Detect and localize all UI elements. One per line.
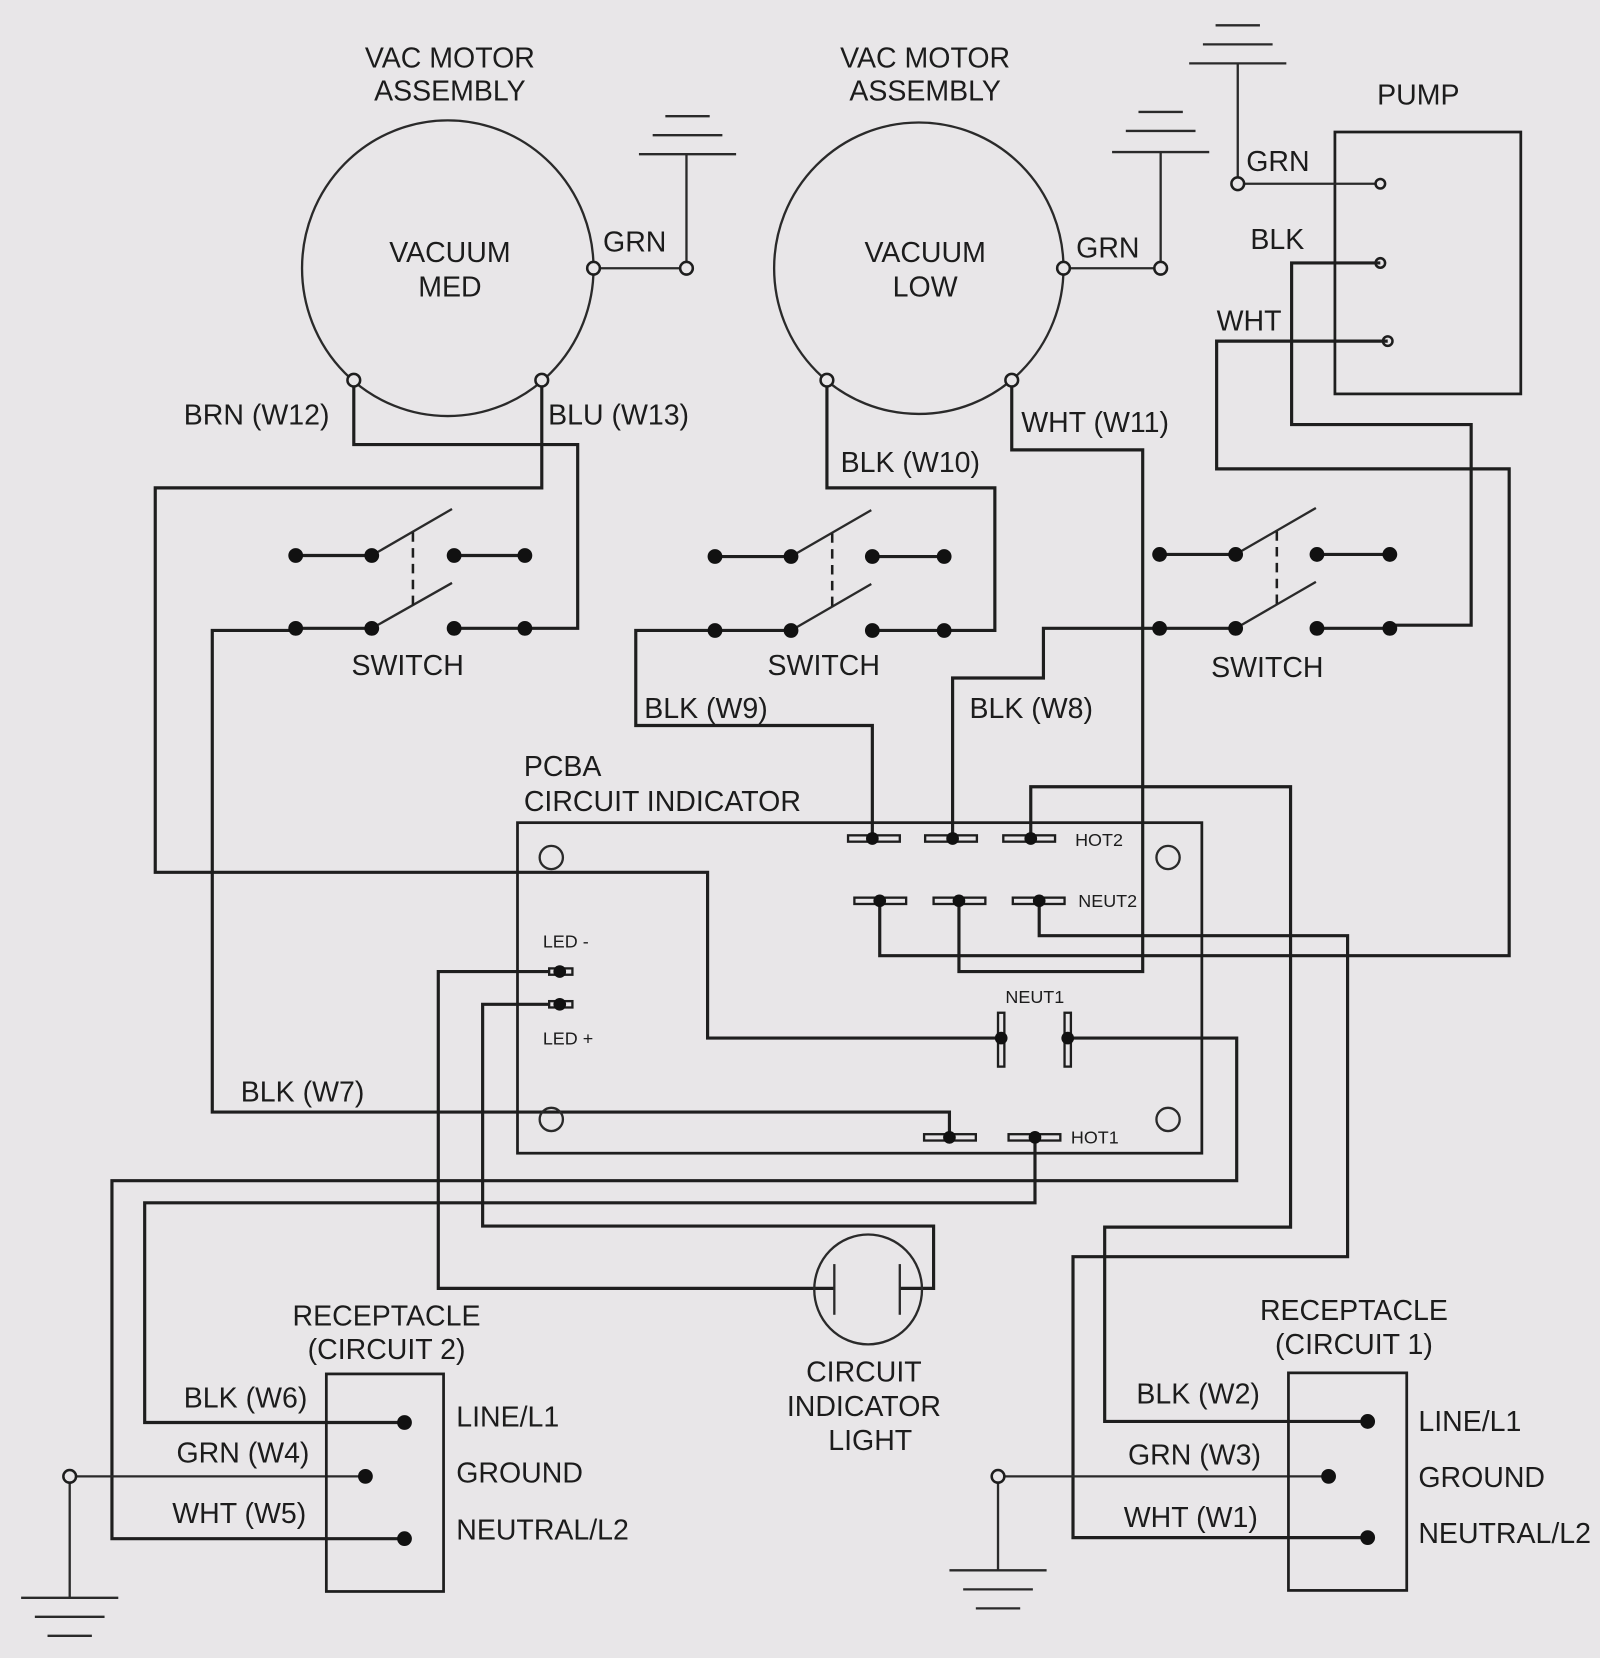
wire-label-w2: BLK (W2) <box>1136 1378 1260 1410</box>
terminal-hot2: HOT2 <box>1075 830 1123 850</box>
pump-wire-grn: GRN <box>1246 146 1309 178</box>
wire-label-w7: BLK (W7) <box>241 1076 365 1108</box>
ground-symbol-receptacle-2 <box>21 1476 119 1637</box>
receptacle-2-title-1: RECEPTACLE <box>293 1300 481 1332</box>
motor-med-heading-2: ASSEMBLY <box>374 75 526 107</box>
indicator-label-2: INDICATOR <box>787 1391 941 1423</box>
receptacle-1-neutral: NEUTRAL/L2 <box>1418 1518 1591 1550</box>
wire-label-w10: BLK (W10) <box>841 447 980 479</box>
terminal-neut2: NEUT2 <box>1078 891 1137 911</box>
receptacle-2-title-2: (CIRCUIT 2) <box>308 1334 466 1366</box>
pcba-title-1: PCBA <box>524 751 602 783</box>
receptacle-2-neutral: NEUTRAL/L2 <box>456 1515 629 1547</box>
receptacle-1-line: LINE/L1 <box>1418 1406 1521 1438</box>
receptacle-circuit-1: RECEPTACLE (CIRCUIT 1) BLK (W2) GRN (W3)… <box>1124 1295 1591 1592</box>
switch-3: SWITCH <box>1152 506 1398 684</box>
circuit-indicator-light: CIRCUIT INDICATOR LIGHT <box>787 1233 941 1457</box>
indicator-label-1: CIRCUIT <box>806 1356 922 1388</box>
ground-symbol-motor-med <box>638 115 737 269</box>
pcba-circuit-indicator: PCBA CIRCUIT INDICATOR HOT2 NEUT2 LED - … <box>516 751 1204 1155</box>
terminal-led-minus: LED - <box>543 931 589 951</box>
motor-med-heading-1: VAC MOTOR <box>365 43 535 75</box>
motor-low-heading-2: ASSEMBLY <box>849 75 1001 107</box>
wire-label-w6: BLK (W6) <box>184 1383 308 1415</box>
motor-low-heading-1: VAC MOTOR <box>840 43 1010 75</box>
ground-symbol-pump <box>1189 24 1287 184</box>
wire-label-w3: GRN (W3) <box>1128 1440 1261 1472</box>
motor-med-name-2: MED <box>418 272 481 304</box>
motor-low-name-1: VACUUM <box>864 237 985 269</box>
receptacle-1-ground: GROUND <box>1418 1462 1545 1494</box>
motor-vacuum-low: VAC MOTOR ASSEMBLY VACUUM LOW GRN BLK (W… <box>772 43 1169 479</box>
wire-label-w8: BLK (W8) <box>970 693 1094 725</box>
receptacle-2-line: LINE/L1 <box>456 1402 559 1434</box>
pump: PUMP GRN BLK WHT <box>1217 80 1523 396</box>
motor-low-name-2: LOW <box>893 272 958 304</box>
motor-med-ground-label: GRN <box>603 226 666 258</box>
switch-2-label: SWITCH <box>768 650 880 682</box>
receptacle-2-ground: GROUND <box>456 1458 583 1490</box>
ground-symbol-motor-low <box>1112 110 1210 269</box>
pump-wire-wht: WHT <box>1217 306 1282 338</box>
terminal-neut1: NEUT1 <box>1005 987 1064 1007</box>
wire-label-w1: WHT (W1) <box>1124 1502 1258 1534</box>
switch-1: SWITCH <box>288 508 533 682</box>
receptacle-circuit-2: RECEPTACLE (CIRCUIT 2) BLK (W6) GRN (W4)… <box>172 1300 629 1593</box>
pump-wire-blk: BLK <box>1250 224 1304 256</box>
switch-3-label: SWITCH <box>1211 652 1323 684</box>
switch-2: SWITCH <box>707 509 952 682</box>
receptacle-1-title-2: (CIRCUIT 1) <box>1275 1329 1433 1361</box>
wire-label-w13: BLU (W13) <box>548 400 689 432</box>
wire-label-w4: GRN (W4) <box>176 1438 309 1470</box>
motor-vacuum-med: VAC MOTOR ASSEMBLY VACUUM MED GRN BRN (W… <box>184 43 695 432</box>
wire-label-w9: BLK (W9) <box>644 693 768 725</box>
wiring <box>62 261 1511 1541</box>
pump-label: PUMP <box>1377 80 1459 112</box>
terminal-hot1: HOT1 <box>1071 1128 1119 1148</box>
motor-med-name-1: VACUUM <box>389 237 510 269</box>
wire-label-w11: WHT (W11) <box>1021 407 1169 439</box>
pcba-title-2: CIRCUIT INDICATOR <box>524 786 801 818</box>
terminal-led-plus: LED + <box>543 1028 593 1048</box>
switch-1-label: SWITCH <box>351 650 463 682</box>
ground-symbol-receptacle-1 <box>949 1476 1047 1610</box>
wire-label-w12: BRN (W12) <box>184 400 330 432</box>
wire-label-w5: WHT (W5) <box>172 1498 306 1530</box>
receptacle-1-title-1: RECEPTACLE <box>1260 1295 1448 1327</box>
indicator-label-3: LIGHT <box>828 1425 912 1457</box>
motor-low-ground-label: GRN <box>1076 233 1139 265</box>
